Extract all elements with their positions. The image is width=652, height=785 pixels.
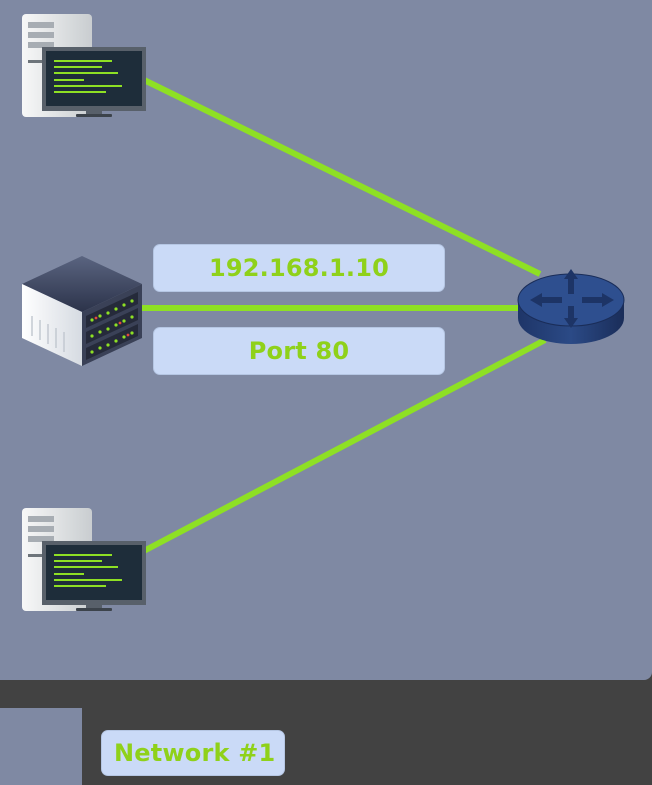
link-workstation-bottom-router	[138, 337, 547, 556]
network-name-label[interactable]: Network #1	[101, 730, 285, 776]
port-label: Port 80	[153, 327, 445, 375]
workstation-icon[interactable]	[22, 508, 146, 611]
workstation-icon[interactable]	[22, 14, 146, 117]
network-tab-strip	[0, 708, 82, 785]
ip-address-label: 192.168.1.10	[153, 244, 445, 292]
server-rack-icon[interactable]	[22, 256, 142, 366]
link-workstation-top-router	[138, 75, 542, 277]
router-icon[interactable]	[517, 269, 625, 344]
links	[138, 75, 547, 556]
